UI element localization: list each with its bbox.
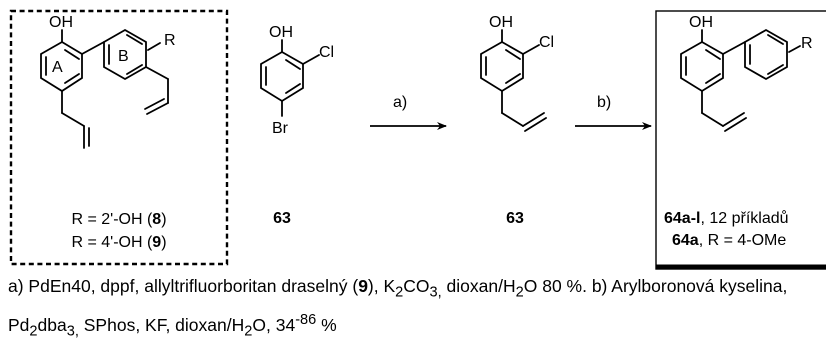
oh-label-box1: OH	[49, 14, 73, 31]
oh-label-start: OH	[269, 24, 293, 41]
r-label-box1: R	[164, 32, 176, 49]
box1-line1: R = 2'-OH (8)	[71, 211, 166, 228]
compound-number-start: 63	[273, 210, 291, 227]
reaction-conditions-caption: a) PdEn40, dppf, allyltrifluorboritan dr…	[8, 276, 788, 339]
starting-material-structure	[260, 39, 320, 117]
oh-label-intermediate: OH	[489, 14, 513, 31]
cl-label-start: Cl	[319, 44, 334, 61]
biphenyl-structure	[40, 28, 169, 149]
br-label-start: Br	[272, 120, 289, 137]
product-structure	[680, 28, 801, 132]
arrow-b-label: b)	[597, 94, 611, 111]
cl-label-intermediate: Cl	[539, 34, 554, 51]
product-line2: 64a, R = 4-OMe	[672, 232, 786, 249]
ring-a-label: A	[52, 59, 63, 76]
box1-line2: R = 4'-OH (9)	[71, 234, 166, 251]
oh-label-product: OH	[689, 14, 713, 31]
compound-number-intermediate: 63	[506, 210, 524, 227]
intermediate-structure	[480, 29, 547, 132]
r-label-product: R	[801, 35, 813, 52]
dashed-compound-box	[9, 9, 229, 266]
reaction-scheme: OH A B R R = 2'-OH (8) R = 4'-OH (9) OH …	[9, 9, 826, 270]
product-line1: 64a-l, 12 příkladů	[664, 209, 789, 227]
arrow-a-label: a)	[393, 94, 407, 111]
ring-b-label: B	[118, 48, 129, 65]
